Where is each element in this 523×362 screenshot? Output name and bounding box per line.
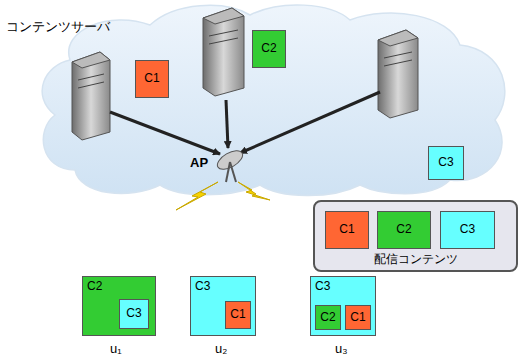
- server-icon: [378, 30, 418, 118]
- lightning-bolt: [238, 182, 270, 200]
- content-box: C1: [135, 60, 169, 98]
- content-label: C3: [315, 280, 330, 293]
- user-cache-box: C3C2 C1: [310, 276, 376, 336]
- content-box: C3: [119, 299, 149, 329]
- content-box: C2: [252, 30, 286, 68]
- content-box: C1: [345, 305, 371, 330]
- content-label: C3: [438, 156, 453, 169]
- content-label: C2: [87, 280, 102, 293]
- lightning-bolt: [176, 182, 218, 210]
- server-icon: [72, 52, 110, 140]
- cloud-shape: [42, 5, 505, 196]
- user-label: u₃: [335, 342, 348, 356]
- access-point-label: AP: [190, 156, 208, 170]
- content-label: C1: [144, 72, 159, 85]
- content-label: C1: [230, 308, 245, 321]
- content-label: C1: [339, 223, 354, 236]
- flow-arrow: [226, 100, 228, 148]
- content-label: C2: [320, 311, 335, 324]
- user-cache-box: C3C1: [190, 276, 256, 336]
- content-box: C2: [315, 305, 341, 330]
- flow-arrow: [110, 112, 220, 154]
- content-label: C2: [396, 223, 411, 236]
- cloud-label: コンテンツサーバ: [6, 20, 110, 34]
- content-box: C2: [377, 211, 431, 249]
- user-label: u₂: [215, 342, 227, 356]
- content-label: C3: [126, 307, 141, 320]
- user-cache-box: C2C3: [82, 276, 156, 336]
- content-label: C1: [350, 311, 365, 324]
- content-box: C1: [225, 301, 251, 329]
- content-box: C3: [428, 146, 464, 180]
- delivered-contents-panel: 配信コンテンツ C1 C2 C3: [313, 200, 518, 272]
- antenna-icon: [214, 147, 245, 182]
- flow-arrow: [240, 92, 380, 153]
- content-label: C3: [460, 223, 475, 236]
- user-label: u₁: [110, 342, 122, 356]
- content-box: C1: [325, 211, 369, 249]
- content-label: C2: [261, 42, 276, 55]
- panel-caption: 配信コンテンツ: [374, 253, 458, 266]
- content-label: C3: [195, 280, 210, 293]
- content-box: C3: [440, 211, 495, 249]
- server-icon: [203, 8, 244, 96]
